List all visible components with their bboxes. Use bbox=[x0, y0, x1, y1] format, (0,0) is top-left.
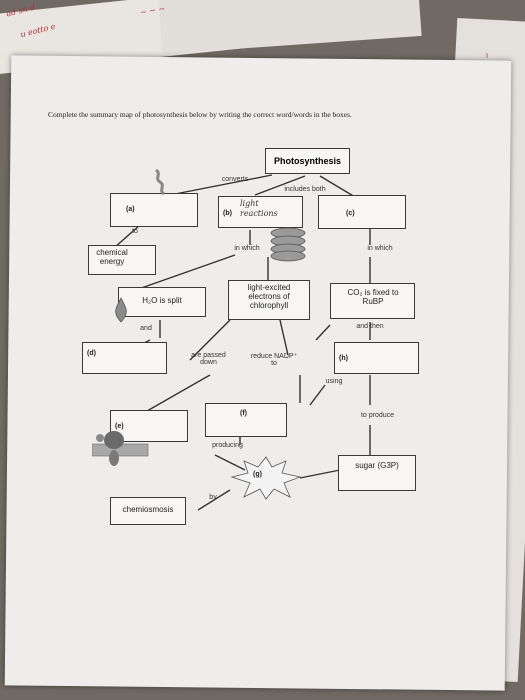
and-label: and bbox=[140, 325, 152, 332]
box-g-label: (g) bbox=[253, 471, 262, 478]
light-wave-image bbox=[155, 168, 165, 196]
by-label: by bbox=[209, 494, 217, 501]
answer-box-e[interactable] bbox=[110, 410, 188, 442]
chemical-energy-box bbox=[88, 245, 156, 275]
converts-label: converts bbox=[221, 176, 249, 183]
answer-box-b[interactable] bbox=[218, 196, 303, 228]
sugar-text: sugar (G3P) bbox=[355, 461, 399, 470]
to-label: to bbox=[132, 228, 138, 235]
box-b-label: (b) bbox=[223, 210, 232, 217]
box-f-label: (f) bbox=[240, 410, 247, 417]
answer-box-d[interactable] bbox=[82, 342, 167, 374]
h2o-split-text: H₂O is split bbox=[142, 296, 182, 305]
reduce-nadp-label: reduce NADP⁺ to bbox=[250, 353, 298, 367]
atp-synthase-image bbox=[92, 431, 149, 466]
includes-both-label: includes both bbox=[284, 186, 326, 193]
light-excited-box bbox=[228, 280, 310, 320]
box-h-label: (h) bbox=[339, 355, 348, 362]
instruction-text: Complete the summary map of photosynthes… bbox=[48, 110, 352, 119]
h2o-split-box bbox=[118, 287, 206, 317]
answer-box-a[interactable] bbox=[110, 193, 198, 227]
atp-starburst-shape bbox=[230, 456, 302, 500]
answer-box-f[interactable] bbox=[205, 403, 287, 437]
and-then-label: and then bbox=[356, 323, 384, 330]
to-produce-label: to produce bbox=[360, 412, 395, 419]
answer-box-c[interactable] bbox=[318, 195, 406, 229]
water-drop-image bbox=[115, 297, 127, 323]
producing-label: producing bbox=[212, 442, 243, 449]
box-d-label: (d) bbox=[87, 350, 96, 357]
thylakoid-stack-image bbox=[270, 227, 306, 262]
are-passed-down-label: are passed down bbox=[191, 352, 226, 366]
co2-fixed-box bbox=[330, 283, 415, 319]
photosynthesis-title-box: Photosynthesis bbox=[265, 148, 350, 174]
chemiosmosis-box bbox=[110, 497, 186, 525]
light-excited-text: light-excited electrons of chlorophyll bbox=[247, 283, 291, 310]
chemiosmosis-text: chemiosmosis bbox=[122, 505, 174, 514]
box-a-label: (a) bbox=[126, 206, 135, 213]
answer-box-h[interactable] bbox=[334, 342, 419, 374]
in-which-left-label: in which bbox=[234, 245, 260, 252]
using-label: using bbox=[325, 378, 343, 385]
sugar-box bbox=[338, 455, 416, 491]
box-e-label: (e) bbox=[115, 423, 124, 430]
box-b-handwritten-answer: light reactions bbox=[240, 199, 278, 219]
chemical-energy-text: chemical energy bbox=[96, 248, 128, 266]
co2-fixed-text: CO₂ is fixed to RuBP bbox=[347, 288, 399, 306]
in-which-right-label: in which bbox=[367, 245, 393, 252]
box-c-label: (c) bbox=[346, 210, 355, 217]
